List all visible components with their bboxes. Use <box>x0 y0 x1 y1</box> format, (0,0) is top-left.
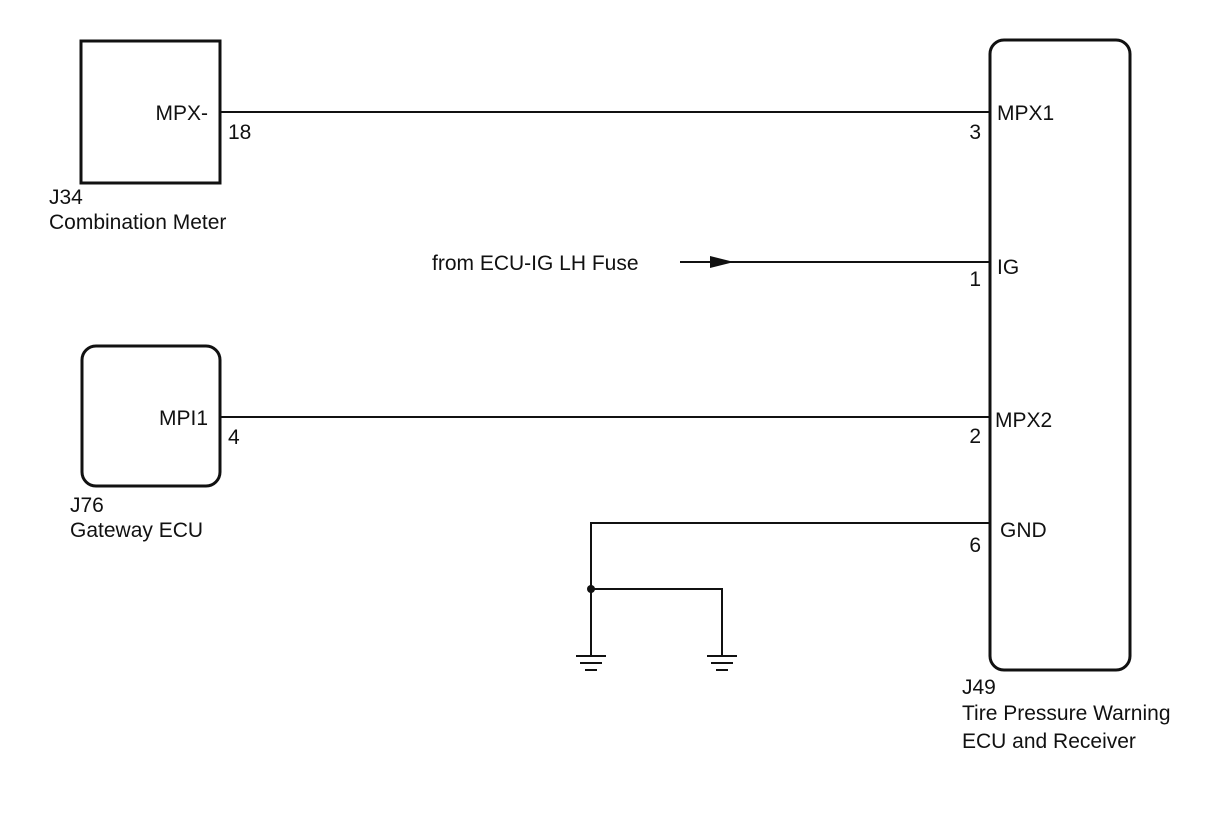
tpw-ecu-name-line1: Tire Pressure Warning <box>962 702 1171 725</box>
combination-meter-code: J34 <box>49 186 83 209</box>
tpw-ecu-name-line2: ECU and Receiver <box>962 730 1136 753</box>
tpw-pin-number-2: 2 <box>969 425 981 448</box>
gateway-ecu-code: J76 <box>70 494 104 517</box>
combination-meter-box <box>79 39 222 185</box>
tpw-pin-name-mpx2: MPX2 <box>995 409 1052 432</box>
ground-icon <box>707 655 737 671</box>
tpw-pin-name-gnd: GND <box>1000 519 1047 542</box>
junction-dot <box>587 585 595 593</box>
tpw-ecu-box <box>988 38 1132 672</box>
ground-icon <box>576 655 606 671</box>
tire-pressure-warning-ecu: MPX1 3 IG 1 MPX2 2 GND 6 J49 Tire Pressu… <box>962 38 1171 753</box>
gateway-ecu-name: Gateway ECU <box>70 519 203 542</box>
tpw-pin-number-1: 1 <box>969 268 981 291</box>
tpw-ecu-code: J49 <box>962 676 996 699</box>
wire-gnd-branch <box>591 588 723 656</box>
ig-source-label: from ECU-IG LH Fuse <box>432 252 639 275</box>
gateway-ecu-pin-number: 4 <box>228 426 240 449</box>
arrow-icon <box>710 256 734 268</box>
combination-meter-pin-name: MPX- <box>156 102 209 125</box>
tpw-pin-number-3: 3 <box>969 121 981 144</box>
tpw-pin-name-mpx1: MPX1 <box>997 102 1054 125</box>
tpw-pin-number-6: 6 <box>969 534 981 557</box>
combination-meter-name: Combination Meter <box>49 211 226 234</box>
combination-meter: MPX- 18 J34 Combination Meter <box>49 39 251 234</box>
tpw-pin-name-ig: IG <box>997 256 1019 279</box>
gateway-ecu-pin-name: MPI1 <box>159 407 208 430</box>
gateway-ecu: MPI1 4 J76 Gateway ECU <box>70 344 240 542</box>
wire-gnd <box>590 522 990 656</box>
combination-meter-pin-number: 18 <box>228 121 251 144</box>
